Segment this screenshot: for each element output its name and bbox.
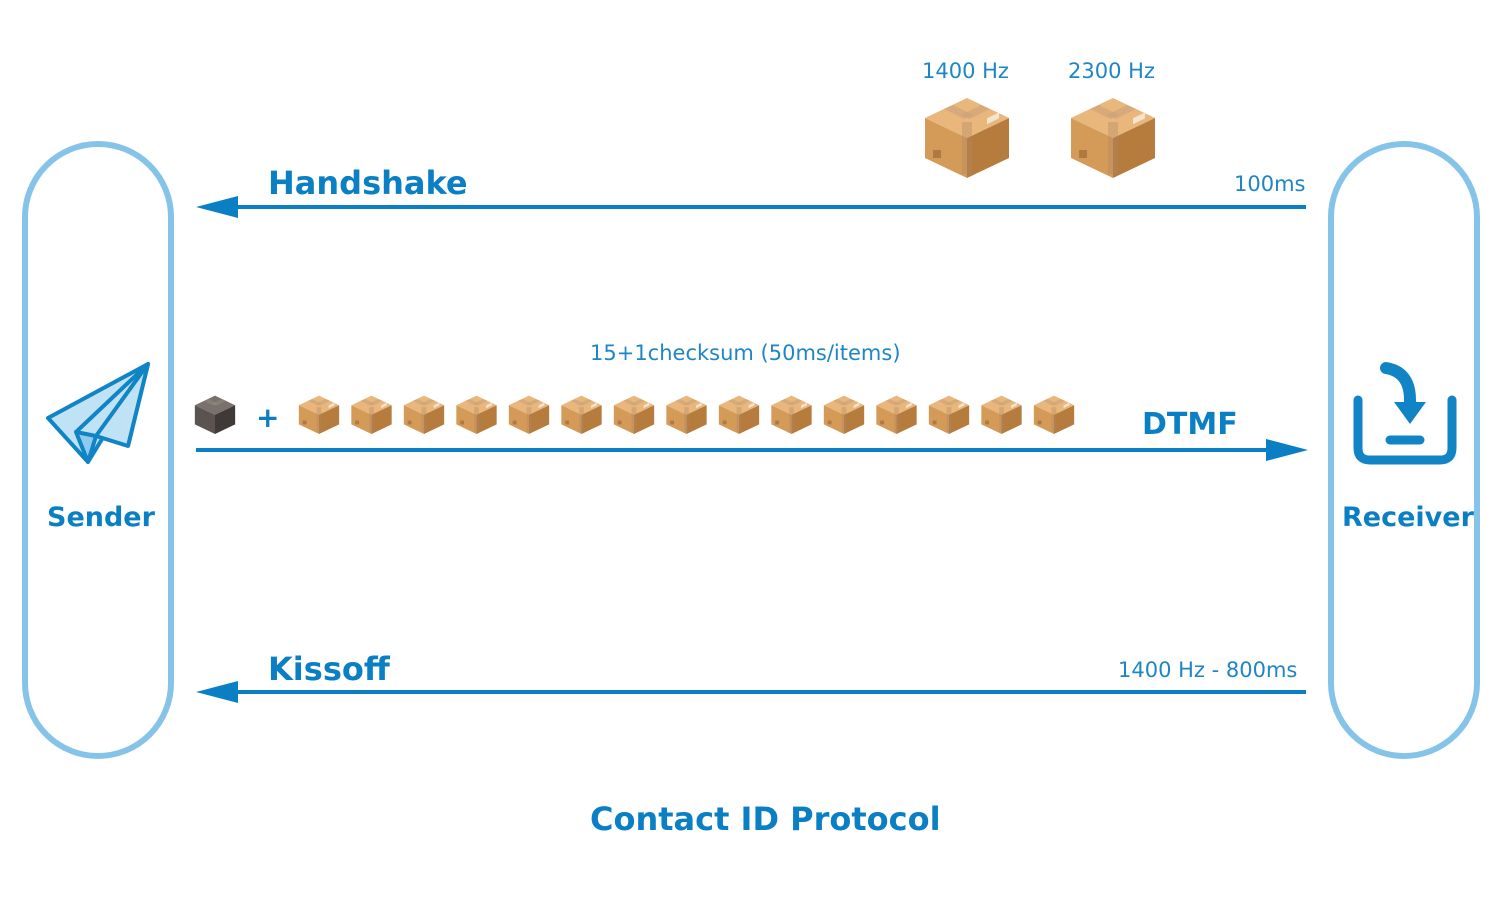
dtmf-arrow	[196, 439, 1308, 461]
checksum-block-icon	[194, 395, 236, 434]
inbox-download-icon	[1353, 362, 1457, 465]
data-block-icon	[403, 395, 445, 434]
data-block-icon	[298, 395, 340, 434]
data-block-icon	[928, 395, 970, 434]
data-block-icon	[981, 395, 1022, 434]
data-block-icon	[508, 395, 550, 434]
kissoff-arrow	[196, 681, 1306, 703]
data-block-icon	[666, 395, 707, 434]
data-block-icon	[1033, 395, 1075, 434]
handshake-tone-2300: 2300 Hz	[1068, 59, 1155, 83]
dtmf-payload: 15+1checksum (50ms/items)	[590, 341, 901, 365]
receiver-pill	[1328, 141, 1480, 759]
kissoff-label: Kissoff	[268, 650, 390, 688]
paper-plane-icon	[46, 362, 150, 464]
data-block-icon	[876, 395, 917, 434]
handshake-duration: 100ms	[1234, 172, 1306, 196]
page-title: Contact ID Protocol	[590, 800, 941, 838]
data-block-icon	[823, 395, 865, 434]
data-block-icon	[613, 395, 655, 434]
handshake-arrow	[196, 196, 1306, 218]
data-block-icon	[456, 395, 497, 434]
receiver-label: Receiver	[1342, 502, 1474, 533]
tone-box-1400-icon	[925, 98, 1009, 178]
dtmf-plus: +	[256, 401, 280, 434]
data-block-icon	[561, 395, 602, 434]
tone-box-2300-icon	[1071, 98, 1155, 178]
sender-pill	[22, 141, 174, 759]
dtmf-blocks	[194, 395, 1075, 434]
data-block-icon	[718, 395, 760, 434]
handshake-tone-1400: 1400 Hz	[922, 59, 1009, 83]
data-block-icon	[771, 395, 812, 434]
data-block-icon	[351, 395, 392, 434]
kissoff-duration: 1400 Hz - 800ms	[1118, 658, 1298, 682]
sender-label: Sender	[47, 502, 155, 533]
dtmf-label: DTMF	[1142, 407, 1238, 442]
handshake-label: Handshake	[268, 164, 468, 202]
